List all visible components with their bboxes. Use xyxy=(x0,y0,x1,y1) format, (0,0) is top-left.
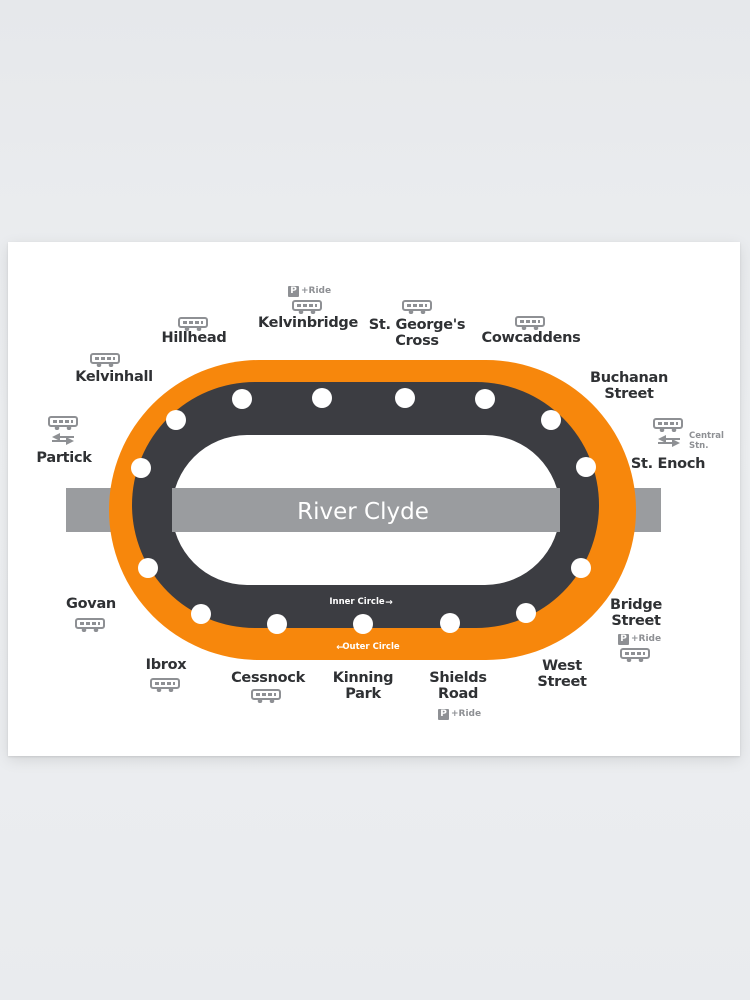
bus-icon xyxy=(178,317,208,331)
river-label: River Clyde xyxy=(297,499,429,525)
station-dot xyxy=(516,603,536,623)
station-dot xyxy=(440,613,460,633)
river-band-inner xyxy=(172,488,560,532)
bus-icon xyxy=(150,678,180,692)
park-ride-icon: P+Ride xyxy=(288,285,331,297)
station-label: Partick xyxy=(36,450,92,466)
station-dot xyxy=(232,389,252,409)
station-dot xyxy=(131,458,151,478)
station-label: Ibrox xyxy=(145,657,187,673)
station-dot xyxy=(191,604,211,624)
outer-direction-arrow: ← xyxy=(336,643,344,653)
station-dot xyxy=(353,614,373,634)
station-label: Govan xyxy=(66,596,116,612)
central-station-label: Central Stn. xyxy=(689,431,724,451)
bus-icon xyxy=(48,416,78,430)
station-label: Cowcaddens xyxy=(481,330,581,346)
subway-map-poster: River Clyde Inner Circle → Outer Circle … xyxy=(8,242,740,756)
station-label: Cessnock xyxy=(231,670,305,686)
station-dot xyxy=(166,410,186,430)
station-dot xyxy=(571,558,591,578)
rail-icon xyxy=(52,433,74,445)
park-ride-icon: P+Ride xyxy=(438,708,481,720)
station-dot xyxy=(138,558,158,578)
station-label: St. Enoch xyxy=(630,456,706,472)
station-dot xyxy=(395,388,415,408)
park-ride-p: P xyxy=(438,708,449,720)
station-label: Kelvinhall xyxy=(75,369,153,385)
station-label: Buchanan Street xyxy=(589,370,669,402)
station-dot xyxy=(267,614,287,634)
station-label: Kelvinbridge xyxy=(257,315,359,331)
park-ride-label: +Ride xyxy=(451,709,482,719)
bus-icon xyxy=(292,300,322,314)
park-ride-p: P xyxy=(618,633,629,645)
inner-direction-arrow: → xyxy=(385,598,393,608)
inner-circle-label: Inner Circle xyxy=(329,597,384,607)
bus-icon xyxy=(251,689,281,703)
outer-circle-label: Outer Circle xyxy=(342,642,400,652)
station-label: Bridge Street xyxy=(610,597,662,629)
rail-icon xyxy=(658,435,680,447)
bus-icon xyxy=(90,353,120,367)
park-ride-label: +Ride xyxy=(301,286,332,296)
station-dot xyxy=(541,410,561,430)
bus-icon xyxy=(515,316,545,330)
bus-icon xyxy=(402,300,432,314)
station-label: Kinning Park xyxy=(332,670,394,702)
station-label: St. George's Cross xyxy=(368,317,466,349)
station-label: West Street xyxy=(537,658,587,690)
station-dots xyxy=(131,388,596,634)
map-canvas: River Clyde Inner Circle → Outer Circle … xyxy=(66,360,661,660)
station-dot xyxy=(576,457,596,477)
bus-icon xyxy=(620,648,650,662)
station-dot xyxy=(475,389,495,409)
bus-icon xyxy=(653,418,683,432)
station-label: Hillhead xyxy=(161,330,227,346)
park-ride-icon: P+Ride xyxy=(618,633,661,645)
park-ride-p: P xyxy=(288,285,299,297)
station-label: Shields Road xyxy=(429,670,487,702)
park-ride-label: +Ride xyxy=(631,634,662,644)
station-dot xyxy=(312,388,332,408)
bus-icon xyxy=(75,618,105,632)
